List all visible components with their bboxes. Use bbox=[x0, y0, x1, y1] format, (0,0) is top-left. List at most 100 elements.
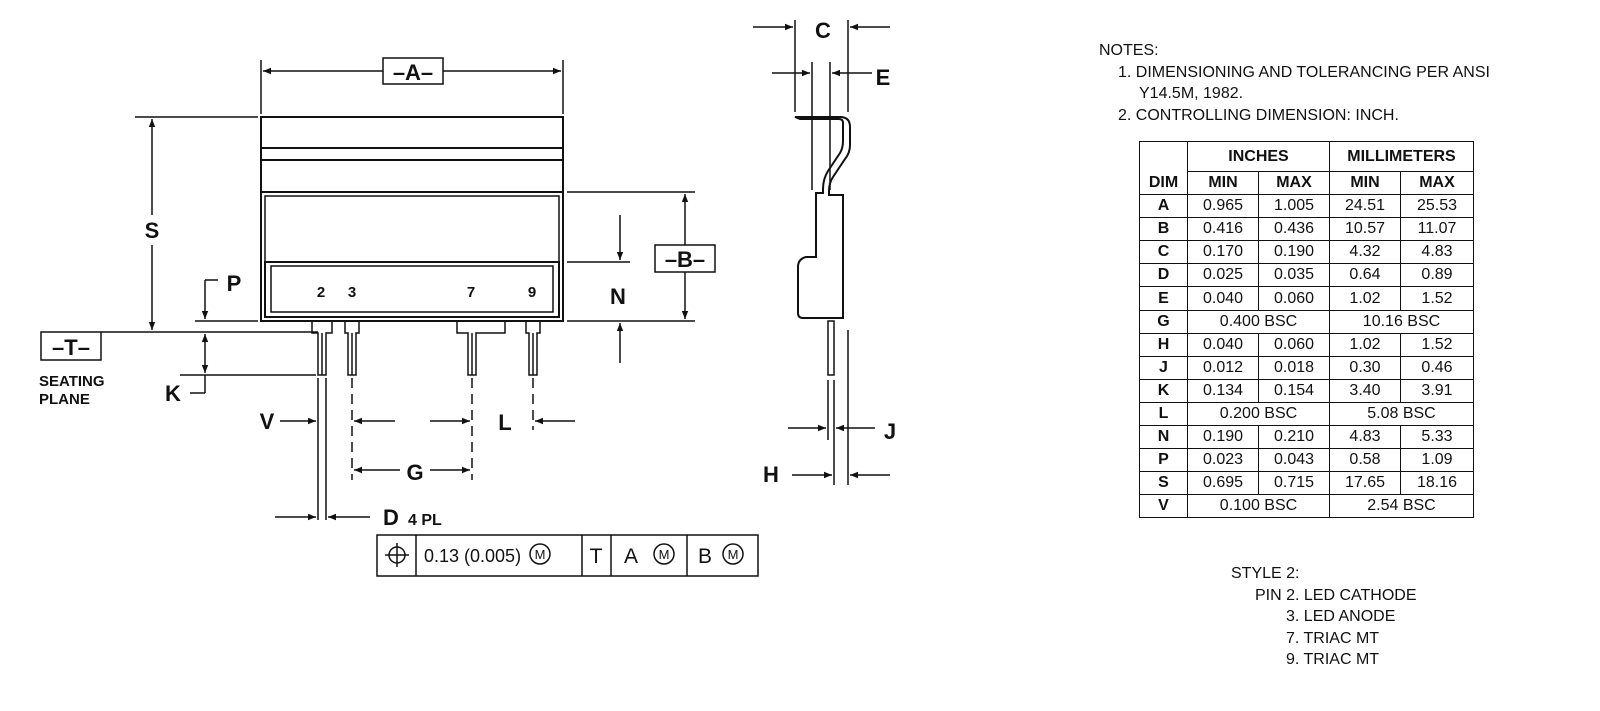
value-cell: 0.154 bbox=[1258, 378, 1330, 403]
value-cell: 1.02 bbox=[1329, 286, 1401, 311]
value-cell: 10.57 bbox=[1329, 217, 1401, 242]
note-item: 2. CONTROLLING DIMENSION: INCH. bbox=[1118, 106, 1399, 124]
style-line: 7. TRIAC MT bbox=[1286, 629, 1380, 647]
header-min: MIN bbox=[1329, 170, 1401, 196]
value-cell: 0.040 bbox=[1187, 332, 1259, 357]
value-cell: 0.043 bbox=[1258, 448, 1330, 473]
value-cell: 0.100 BSC bbox=[1187, 494, 1330, 519]
style-line: PIN 2. LED CATHODE bbox=[1255, 586, 1417, 604]
dim-cell: D bbox=[1139, 263, 1188, 288]
dim-l-label: L bbox=[498, 410, 511, 435]
fcf-datum-a: A bbox=[624, 545, 638, 568]
dim-cell: L bbox=[1139, 401, 1188, 427]
value-cell: 5.33 bbox=[1400, 425, 1474, 450]
value-cell: 10.16 BSC bbox=[1329, 309, 1474, 334]
value-cell: 0.018 bbox=[1258, 355, 1330, 380]
fcf-mmc-symbol: M bbox=[535, 547, 546, 562]
plane-label: PLANE bbox=[39, 391, 90, 408]
datum-b-label: –B– bbox=[665, 247, 705, 272]
value-cell: 0.416 bbox=[1187, 217, 1259, 242]
value-cell: 3.91 bbox=[1400, 378, 1474, 403]
note-item: Y14.5M, 1982. bbox=[1139, 85, 1244, 102]
header-max: MAX bbox=[1400, 170, 1474, 196]
value-cell: 2.54 BSC bbox=[1329, 494, 1474, 519]
dim-cell: V bbox=[1139, 494, 1188, 519]
value-cell: 0.64 bbox=[1329, 263, 1401, 288]
style-title: STYLE 2: bbox=[1231, 565, 1300, 582]
header-blank bbox=[1139, 141, 1188, 172]
dim-j-label: J bbox=[884, 419, 896, 444]
dim-e-label: E bbox=[876, 65, 891, 90]
value-cell: 0.200 BSC bbox=[1187, 401, 1330, 427]
dim-d-label: D bbox=[383, 505, 399, 530]
fcf-mmc-symbol: M bbox=[728, 547, 739, 562]
value-cell: 0.060 bbox=[1258, 332, 1330, 357]
fcf-datum-b: B bbox=[698, 545, 712, 568]
value-cell: 0.46 bbox=[1400, 355, 1474, 380]
dim-k-label: K bbox=[165, 381, 181, 406]
value-cell: 0.210 bbox=[1258, 425, 1330, 450]
dim-cell: S bbox=[1139, 471, 1188, 496]
value-cell: 4.32 bbox=[1329, 240, 1401, 265]
pin-label: 7 bbox=[467, 284, 475, 301]
fcf-datum-t: T bbox=[590, 545, 603, 568]
dim-cell: J bbox=[1139, 355, 1188, 380]
value-cell: 1.02 bbox=[1329, 332, 1401, 357]
position-tolerance-icon bbox=[385, 543, 409, 567]
style-line: 3. LED ANODE bbox=[1286, 608, 1396, 625]
value-cell: 0.040 bbox=[1187, 286, 1259, 311]
value-cell: 0.695 bbox=[1187, 471, 1259, 496]
header-min: MIN bbox=[1187, 170, 1259, 196]
value-cell: 0.012 bbox=[1187, 355, 1259, 380]
value-cell: 1.52 bbox=[1400, 332, 1474, 357]
dim-s-label: S bbox=[145, 218, 160, 243]
value-cell: 0.436 bbox=[1258, 217, 1330, 242]
value-cell: 0.134 bbox=[1187, 378, 1259, 403]
value-cell: 0.965 bbox=[1187, 194, 1259, 219]
value-cell: 3.40 bbox=[1329, 378, 1401, 403]
style-line: 9. TRIAC MT bbox=[1286, 651, 1380, 668]
value-cell: 0.89 bbox=[1400, 263, 1474, 288]
dim-cell: A bbox=[1139, 194, 1188, 219]
fcf-mmc-symbol: M bbox=[659, 547, 670, 562]
value-cell: 0.025 bbox=[1187, 263, 1259, 288]
value-cell: 0.400 BSC bbox=[1187, 309, 1330, 334]
fcf-tolerance: 0.13 (0.005) bbox=[424, 546, 521, 566]
value-cell: 0.58 bbox=[1329, 448, 1401, 473]
value-cell: 5.08 BSC bbox=[1329, 401, 1474, 427]
side-profile bbox=[794, 116, 851, 319]
header-max: MAX bbox=[1258, 170, 1330, 196]
dim-d-note: 4 PL bbox=[408, 512, 442, 529]
value-cell: 11.07 bbox=[1400, 217, 1474, 242]
dim-h-label: H bbox=[763, 462, 779, 487]
pin-label: 3 bbox=[348, 284, 356, 301]
dim-cell: P bbox=[1139, 448, 1188, 473]
dim-p-label: P bbox=[227, 271, 242, 296]
dim-c-label: C bbox=[815, 18, 831, 43]
value-cell: 0.170 bbox=[1187, 240, 1259, 265]
datum-t-label: –T– bbox=[52, 335, 90, 360]
value-cell: 0.023 bbox=[1187, 448, 1259, 473]
value-cell: 0.715 bbox=[1258, 471, 1330, 496]
dim-v-label: V bbox=[260, 409, 275, 434]
package-body bbox=[260, 116, 564, 322]
pin-label: 9 bbox=[528, 284, 536, 301]
dim-cell: H bbox=[1139, 332, 1188, 357]
dim-cell: G bbox=[1139, 309, 1188, 334]
value-cell: 1.005 bbox=[1258, 194, 1330, 219]
dim-g-label: G bbox=[406, 460, 423, 485]
value-cell: 0.190 bbox=[1187, 425, 1259, 450]
